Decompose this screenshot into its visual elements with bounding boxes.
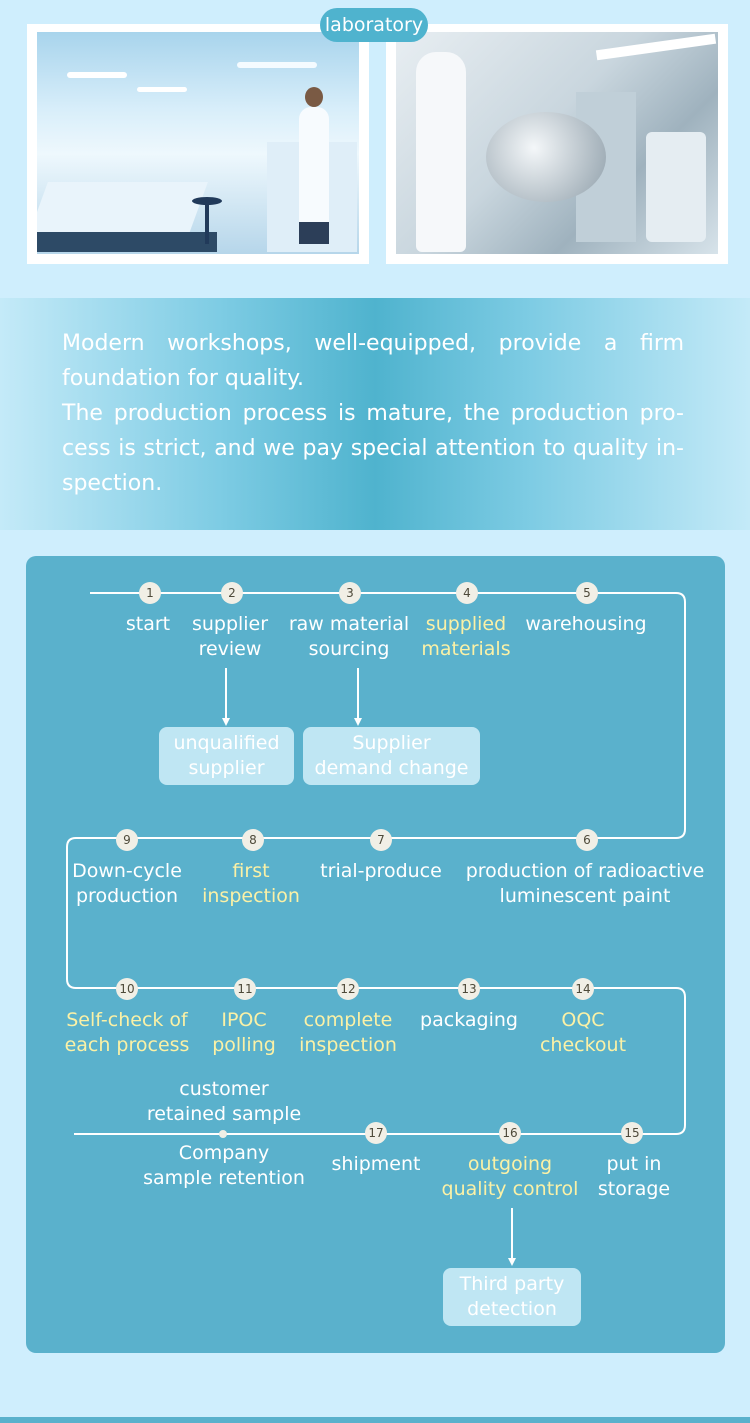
step-node-3: 3 (339, 582, 361, 604)
laboratory-photo (37, 32, 359, 254)
intro-band: Modern workshops, well-equipped, provide… (0, 298, 750, 530)
step-node-12: 12 (337, 978, 359, 1000)
intro-paragraph-1: Modern workshops, well-equipped, provide… (62, 331, 684, 391)
unqualified-supplier-box: unqualified supplier (159, 727, 294, 785)
flow-lines (66, 592, 686, 1266)
intro-paragraph-2: The production process is mature, the pr… (62, 401, 684, 496)
step-label-ipoc-polling: IPOC polling (212, 1009, 276, 1056)
process-flow-panel: 1 2 3 4 5 6 7 8 9 10 11 12 13 14 15 16 1… (26, 556, 725, 1353)
step-label-supplied-materials: supplied materials (421, 613, 511, 660)
step-label-complete-inspection: complete inspection (299, 1009, 397, 1056)
step-node-4: 4 (456, 582, 478, 604)
step-label-warehousing: warehousing (525, 613, 647, 635)
step-node-16: 16 (499, 1122, 521, 1144)
step-node-14: 14 (572, 978, 594, 1000)
step-node-17: 17 (365, 1122, 387, 1144)
step-label-put-in-storage: put in storage (597, 1153, 671, 1200)
step-label-down-cycle-production: Down-cycle production (72, 860, 182, 907)
supplier-demand-change-box: Supplier demand change (303, 727, 480, 785)
step-label-outgoing-quality-control: outgoing quality control (441, 1153, 579, 1200)
clean-room-photo (396, 32, 718, 254)
laboratory-photo-frame (27, 24, 369, 264)
step-node-9: 9 (116, 829, 138, 851)
step-node-1: 1 (139, 582, 161, 604)
step-label-start: start (125, 613, 171, 635)
step-node-13: 13 (458, 978, 480, 1000)
third-party-detection-box: Third party detection (443, 1268, 581, 1326)
retention-point (219, 1130, 227, 1138)
step-label-trial-produce: trial-produce (320, 860, 442, 882)
company-sample-retention-label: Company sample retention (143, 1142, 305, 1189)
step-label-self-check: Self-check of each process (64, 1009, 190, 1056)
step-label-shipment: shipment (331, 1153, 421, 1175)
step-label-oqc-checkout: OQC checkout (539, 1009, 627, 1056)
laboratory-tag: laboratory (320, 8, 428, 42)
step-label-supplier-review: supplier review (191, 613, 269, 660)
step-node-7: 7 (370, 829, 392, 851)
step-node-11: 11 (234, 978, 256, 1000)
step-node-8: 8 (242, 829, 264, 851)
step-label-first-inspection: first inspection (202, 860, 300, 907)
step-node-10: 10 (116, 978, 138, 1000)
intro-text: Modern workshops, well-equipped, provide… (62, 326, 684, 501)
step-label-production: production of radioactive luminescent pa… (465, 860, 705, 907)
bottom-divider (0, 1417, 750, 1423)
step-node-5: 5 (576, 582, 598, 604)
step-label-raw-material-sourcing: raw material sourcing (288, 613, 410, 660)
step-node-2: 2 (221, 582, 243, 604)
step-node-15: 15 (621, 1122, 643, 1144)
step-label-packaging: packaging (420, 1009, 518, 1031)
customer-retained-sample-label: customer retained sample (146, 1078, 302, 1125)
step-node-6: 6 (576, 829, 598, 851)
clean-room-photo-frame (386, 24, 728, 264)
